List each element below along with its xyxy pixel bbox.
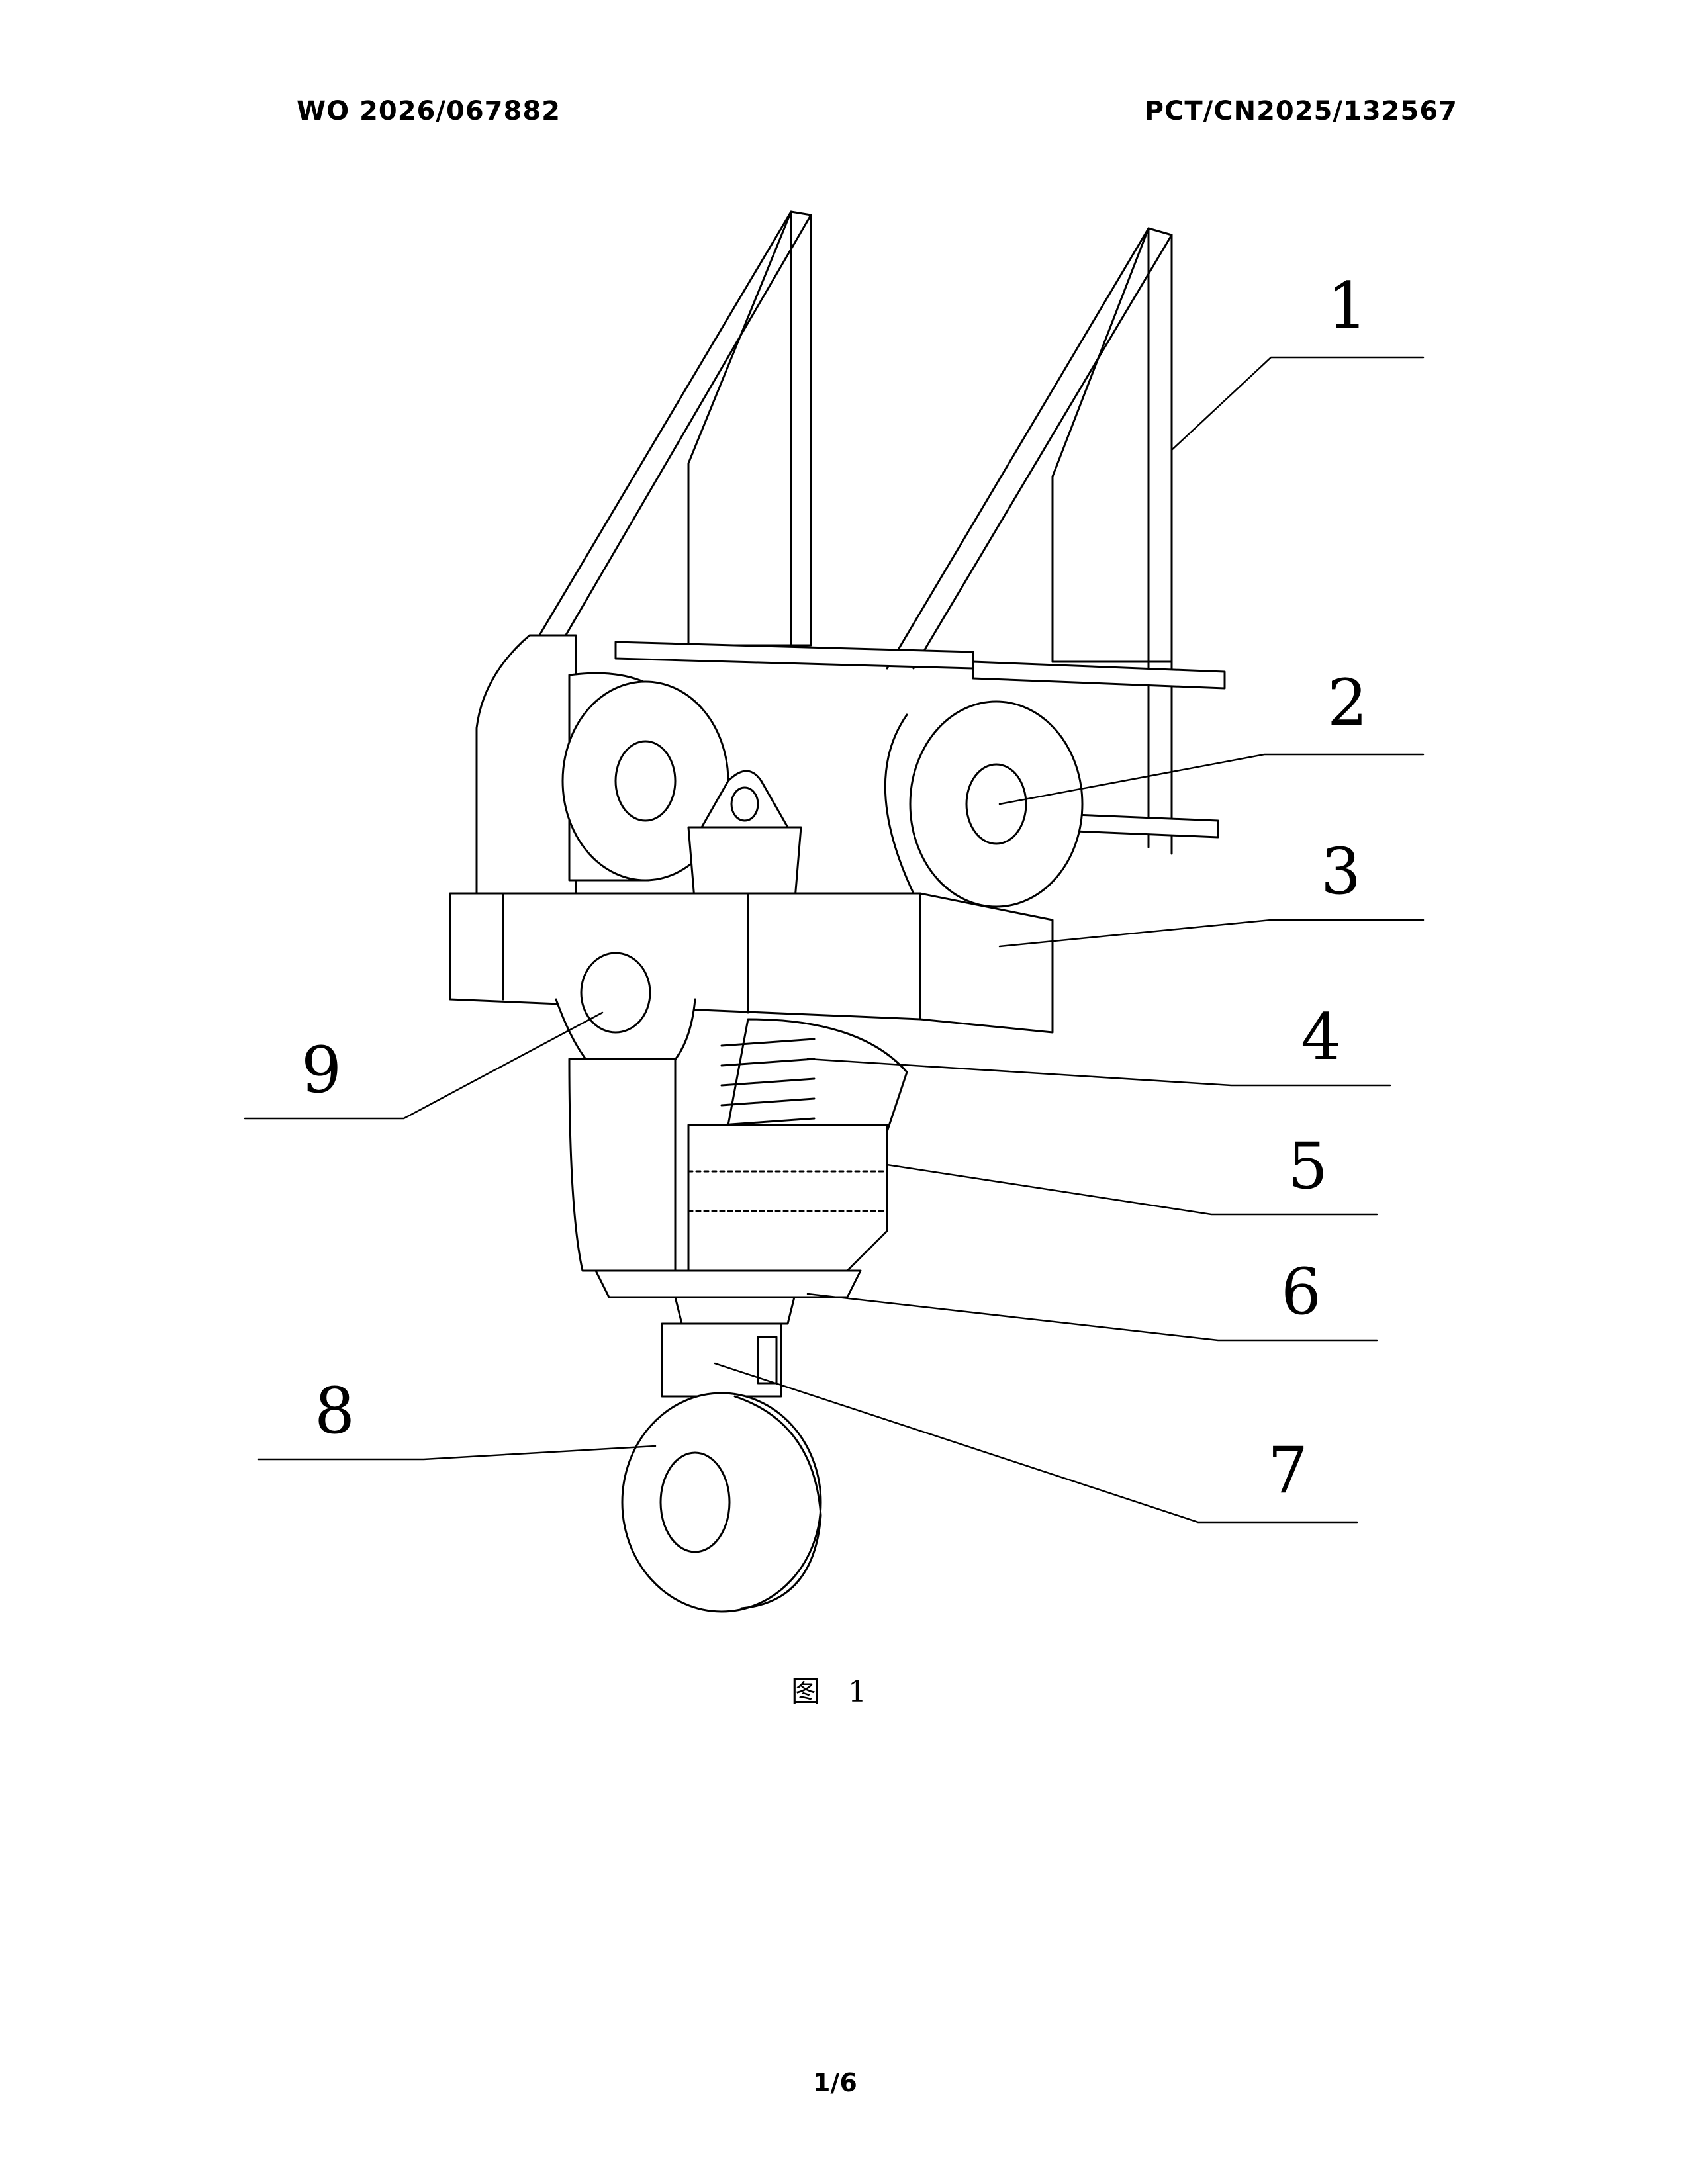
leader-line-8: [258, 1446, 655, 1459]
hook-eye: [622, 1393, 821, 1612]
hook-assembly-drawing: 1 2 3 4 5 6 7 8 9: [245, 212, 1423, 1612]
leader-line-1: [1172, 357, 1423, 450]
numeral-4: 4: [1301, 1000, 1341, 1074]
numeral-9: 9: [301, 1033, 342, 1107]
numeral-6: 6: [1281, 1255, 1321, 1329]
right-pulley: [885, 702, 1082, 907]
numeral-8: 8: [314, 1374, 355, 1448]
numeral-3: 3: [1321, 835, 1361, 909]
page-number: 1/6: [813, 2068, 857, 2097]
numeral-5: 5: [1288, 1129, 1328, 1203]
spring-coil: [722, 1019, 907, 1134]
figure-caption: 图 1: [791, 1668, 876, 1710]
left-upper-plate: [530, 212, 811, 662]
reference-numerals: 1 2 3 4 5 6 7 8 9: [301, 269, 1368, 1508]
main-beam: [450, 893, 1053, 1032]
leader-line-3: [1000, 920, 1423, 946]
numeral-2: 2: [1327, 666, 1368, 740]
hook-shank: [662, 1324, 781, 1396]
numeral-1: 1: [1327, 269, 1368, 343]
swivel-bearing: [596, 1271, 861, 1324]
leader-line-9: [245, 1013, 602, 1118]
numeral-7: 7: [1268, 1433, 1308, 1508]
